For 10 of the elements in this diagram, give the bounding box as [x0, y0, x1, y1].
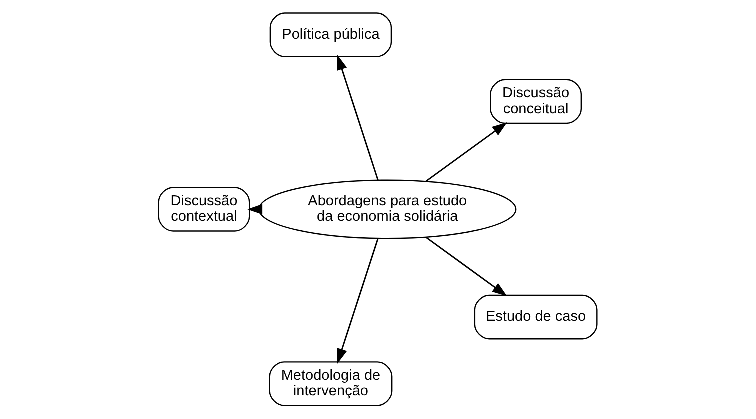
- arrow: [426, 122, 508, 182]
- node-box: Discussão conceitual: [490, 79, 582, 124]
- arrow: [248, 204, 263, 215]
- node-box: Estudo de caso: [474, 294, 598, 340]
- node-box: Metodologia de intervenção: [269, 362, 393, 406]
- arrow: [337, 238, 379, 364]
- node-box: Política pública: [270, 12, 392, 58]
- arrow: [426, 236, 508, 296]
- node-box: Discussão contextual: [158, 187, 250, 232]
- arrow: [337, 55, 379, 181]
